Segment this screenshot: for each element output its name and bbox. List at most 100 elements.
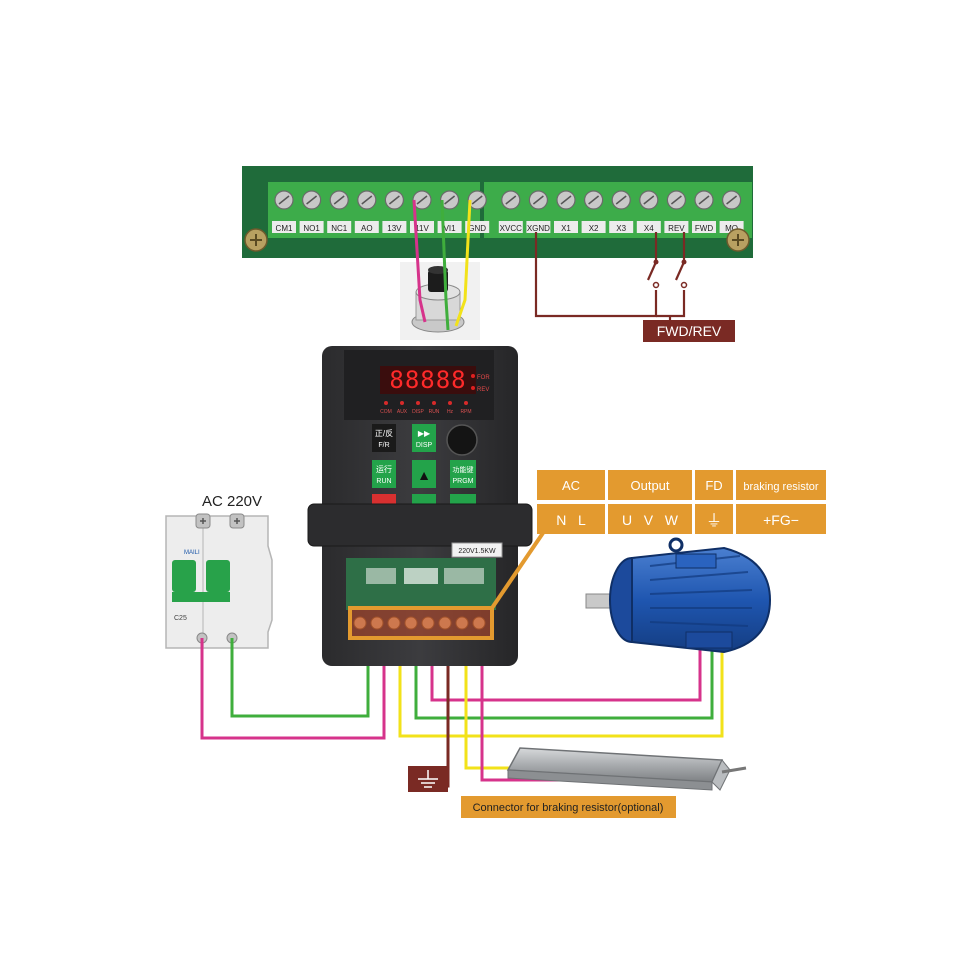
status-led-label: RPM bbox=[460, 409, 471, 415]
motor-terminal-box bbox=[675, 553, 717, 569]
legend-header-output bbox=[608, 470, 692, 500]
terminal-label-rev: REV bbox=[668, 224, 685, 233]
rating-label: 220V1.5KW bbox=[458, 548, 496, 555]
legend-braking-label: braking resistor bbox=[743, 481, 819, 493]
wire-l-magenta bbox=[200, 638, 386, 740]
supply-label: AC 220V bbox=[202, 493, 262, 510]
speed-knob[interactable] bbox=[446, 424, 478, 456]
key-run-bottom: RUN bbox=[376, 478, 391, 485]
terminal-label-x1: X1 bbox=[561, 224, 571, 233]
fwd-rev-wiring: FWD/REV bbox=[534, 232, 735, 342]
terminal-label-cm1: CM1 bbox=[276, 224, 293, 233]
terminal-label-bg bbox=[609, 221, 634, 233]
terminal-cover bbox=[307, 503, 533, 547]
legend-ac-terminals: N L bbox=[556, 512, 586, 528]
status-led-label: Hz bbox=[447, 409, 454, 415]
key-up-arrow: ▲ bbox=[417, 467, 431, 483]
indicator-rev: REV bbox=[477, 387, 489, 393]
potentiometer-wires bbox=[412, 199, 472, 331]
status-led-aux bbox=[400, 401, 404, 405]
fwd-rev-label: FWD/REV bbox=[657, 323, 722, 339]
terminal-screw-slot bbox=[306, 195, 318, 205]
breaker-toggle-2[interactable] bbox=[206, 560, 230, 592]
breaker-brand: MAILI bbox=[184, 550, 200, 556]
legend-header-braking bbox=[736, 470, 826, 500]
status-led-disp bbox=[416, 401, 420, 405]
braking-resistor: Connector for braking resistor(optional) bbox=[461, 747, 747, 818]
wire-v-green bbox=[414, 640, 714, 720]
terminal-screw-slot bbox=[698, 195, 710, 205]
terminal-label-bg bbox=[526, 221, 551, 233]
status-led-label: AUX bbox=[397, 409, 408, 415]
terminal-screw-slot bbox=[388, 195, 400, 205]
terminal-screw-slot bbox=[361, 195, 373, 205]
terminal-label-xvcc: XVCC bbox=[500, 224, 522, 233]
terminal-screws bbox=[274, 190, 742, 210]
terminal-label-x4: X4 bbox=[644, 224, 654, 233]
terminal-screw-slot bbox=[278, 195, 290, 205]
fwd-rev-label-box bbox=[643, 320, 735, 342]
terminal-screw-slot bbox=[670, 195, 682, 205]
legend-value-ac bbox=[537, 504, 605, 534]
ground-terminal bbox=[408, 766, 448, 792]
switch-rev bbox=[646, 261, 658, 281]
status-led-rpm bbox=[464, 401, 468, 405]
terminal-label-13v: 13V bbox=[387, 224, 402, 233]
status-led-hz bbox=[448, 401, 452, 405]
breaker-toggle-1[interactable] bbox=[172, 560, 196, 592]
terminal-label-bg bbox=[636, 221, 661, 233]
terminal-label-bg bbox=[554, 221, 578, 233]
terminal-label-bg bbox=[498, 221, 523, 233]
braking-resistor-label: Connector for braking resistor(optional) bbox=[473, 802, 664, 814]
key-prgm[interactable] bbox=[450, 460, 476, 488]
terminal-label-fwd: FWD bbox=[695, 224, 713, 233]
terminal-screw-slot bbox=[560, 195, 572, 205]
key-disp[interactable] bbox=[412, 424, 436, 452]
breaker-toggle-bar[interactable] bbox=[172, 592, 230, 602]
indicator-fwd: FOR bbox=[477, 375, 490, 381]
legend-ground-symbol: ⏚ bbox=[706, 512, 722, 530]
potentiometer bbox=[400, 262, 480, 340]
terminal-label-bg bbox=[664, 221, 689, 233]
status-led-run bbox=[432, 401, 436, 405]
terminal-label-bg bbox=[299, 221, 324, 233]
terminal-label-bg bbox=[692, 221, 716, 233]
terminal-screw-slot bbox=[505, 195, 517, 205]
terminal-label-bg bbox=[354, 221, 379, 233]
pot-wire-green bbox=[440, 199, 450, 331]
rating-label-plate bbox=[451, 542, 503, 558]
key-fr-bottom: F/R bbox=[378, 442, 389, 449]
status-led-com bbox=[384, 401, 388, 405]
breaker-rating: C25 bbox=[174, 615, 187, 622]
wire-n-green bbox=[230, 638, 370, 718]
legend-header-fd bbox=[695, 470, 733, 500]
key-prgm-top: 功能键 bbox=[453, 465, 474, 474]
terminal-label-no1: NO1 bbox=[303, 224, 320, 233]
legend-value-braking bbox=[736, 504, 826, 534]
terminal-screw-slot bbox=[532, 195, 544, 205]
terminal-label-gnd: GND bbox=[468, 224, 486, 233]
key-prgm-bottom: PRGM bbox=[453, 478, 474, 485]
terminal-label-bg bbox=[272, 221, 296, 233]
motor-base bbox=[685, 631, 733, 649]
terminal-legend: AC Output FD braking resistor N L U V W … bbox=[537, 470, 826, 534]
switch-fwd bbox=[674, 261, 686, 281]
key-fr[interactable] bbox=[372, 424, 396, 452]
terminal-label-bg bbox=[382, 221, 407, 233]
terminal-screw-slot bbox=[471, 195, 483, 205]
led-display bbox=[380, 366, 476, 394]
terminal-label-bg bbox=[327, 221, 352, 233]
key-run[interactable] bbox=[372, 460, 396, 488]
terminal-label-ao: AO bbox=[361, 224, 373, 233]
terminal-screw-slot bbox=[444, 195, 456, 205]
key-up[interactable] bbox=[412, 460, 436, 488]
terminal-label-11v: 11V bbox=[415, 224, 429, 233]
key-run-top: 运行 bbox=[376, 464, 392, 474]
terminal-screw-slot bbox=[643, 195, 655, 205]
mounting-screw-left bbox=[244, 228, 268, 252]
